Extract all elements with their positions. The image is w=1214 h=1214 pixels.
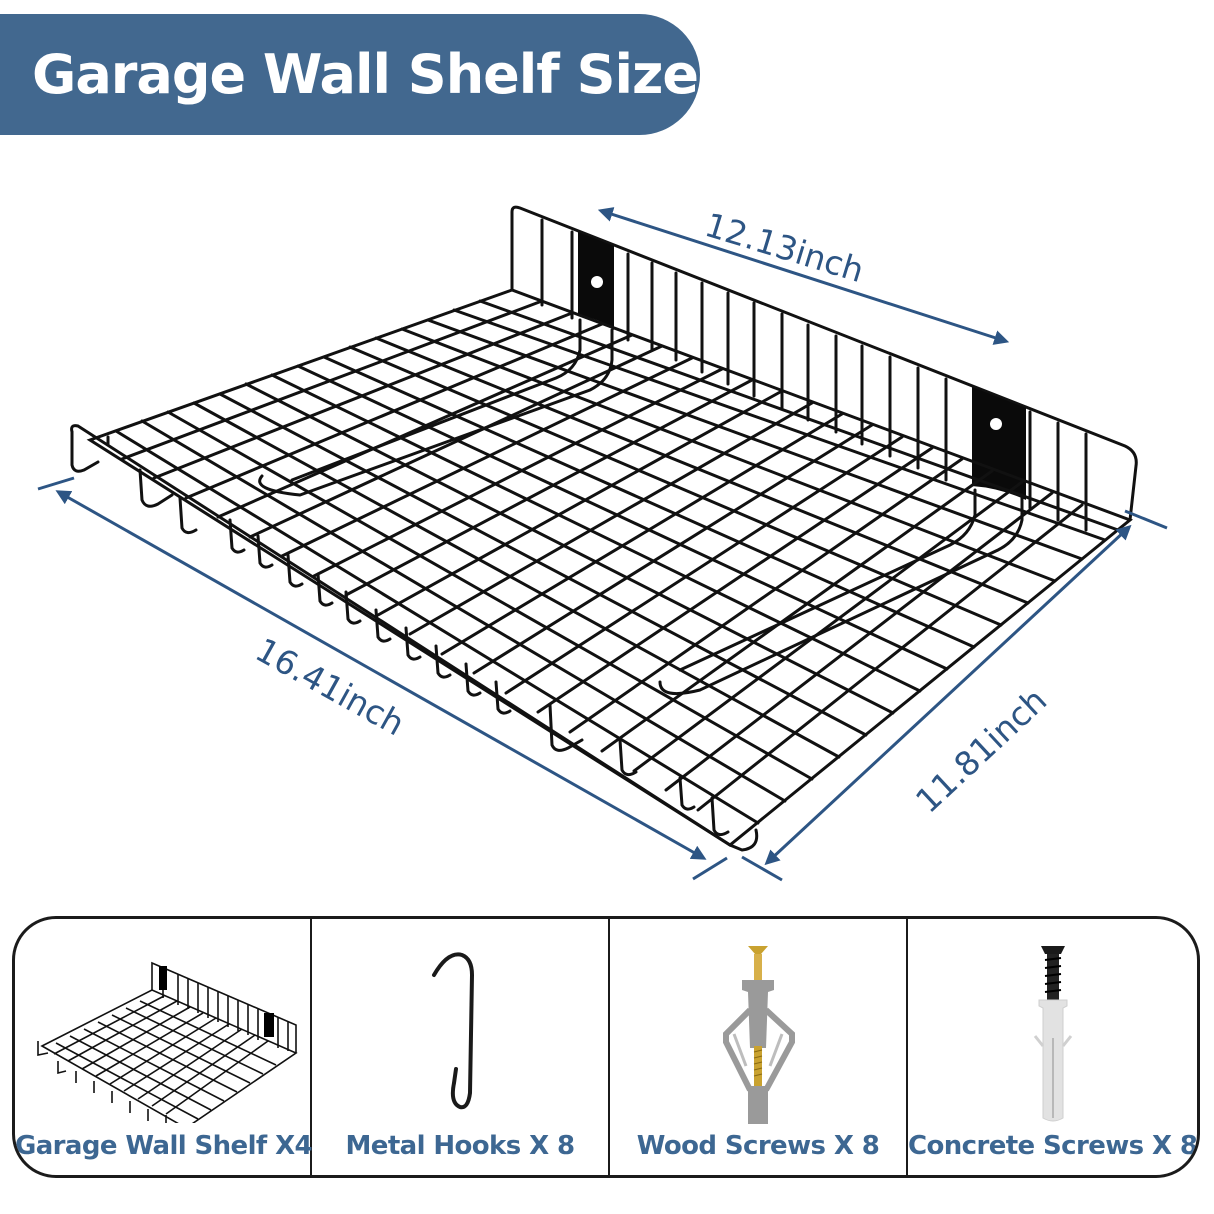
page-title: Garage Wall Shelf Size [32,43,699,106]
package-item-concrete-screws: Concrete Screws X 8 [908,919,1197,1175]
package-item-wood-screws: Wood Screws X 8 [610,919,908,1175]
title-banner: Garage Wall Shelf Size [0,14,700,135]
package-item-shelf: Garage Wall Shelf X4 [15,919,313,1175]
shelf-dimension-diagram: 12.13inch 16.41inch 11.81inch [0,150,1214,900]
package-item-label: Metal Hooks X 8 [345,1131,576,1161]
package-item-label: Garage Wall Shelf X4 [15,1131,313,1161]
wood-screw-anchor-icon [723,946,795,1124]
package-item-label: Concrete Screws X 8 [908,1131,1198,1161]
package-item-hooks: Metal Hooks X 8 [312,919,610,1175]
package-item-label: Wood Screws X 8 [636,1131,880,1161]
concrete-screw-anchor-icon [1033,946,1072,1122]
wire-shelf-icon [36,961,298,1123]
package-contents-panel: Garage Wall Shelf X4 Metal Hooks X 8 Woo… [12,916,1200,1178]
wire-shelf-illustration [37,205,1168,882]
s-hook-icon [432,952,475,1110]
